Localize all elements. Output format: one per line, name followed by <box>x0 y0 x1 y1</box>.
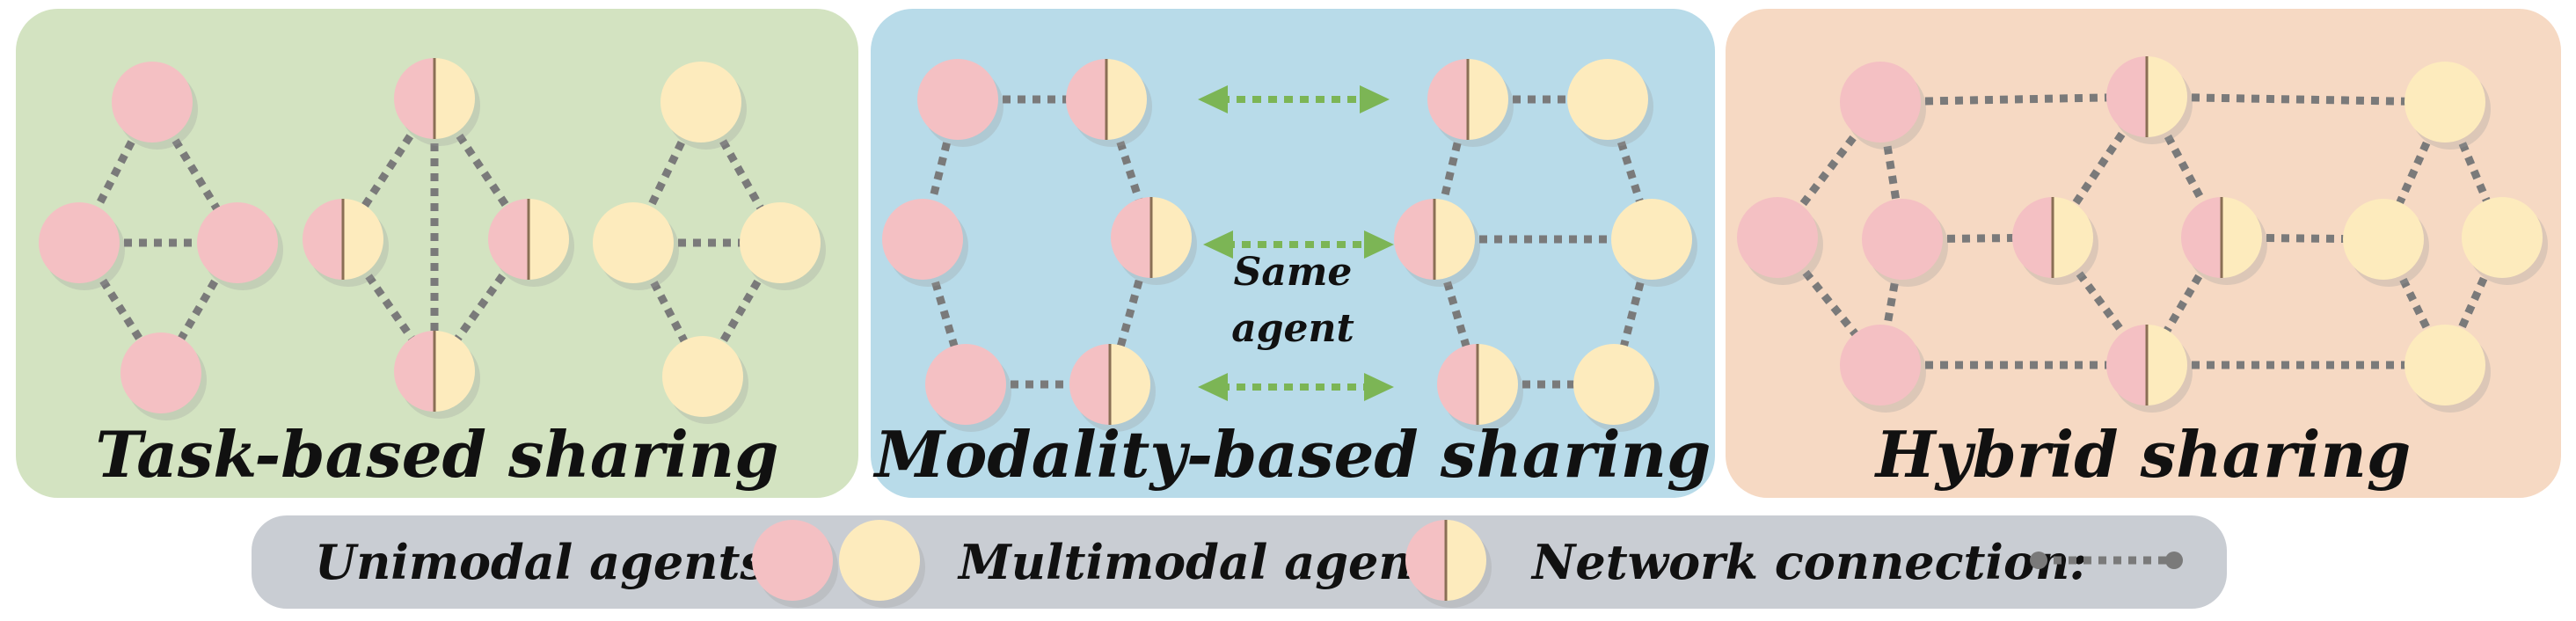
unimodal-agent-yellow-node <box>2405 62 2491 150</box>
unimodal-agent-yellow-node <box>1611 199 1697 287</box>
multimodal-agent-node <box>303 199 389 287</box>
legend-unimodal-label: Unimodal agents: <box>315 534 784 590</box>
multimodal-agent-node <box>1437 344 1523 432</box>
same-agent-arrows <box>1198 85 1394 401</box>
unimodal-agent-pink-node <box>917 59 1003 147</box>
network-connection <box>2143 94 2225 240</box>
legend-marks <box>752 520 2183 608</box>
network-connection <box>699 240 784 379</box>
same-agent-label-line1: Same <box>1234 250 1353 295</box>
multimodal-agent-node <box>394 331 480 419</box>
unimodal-agent-yellow-node <box>2405 325 2491 413</box>
unimodal-agent-pink-node <box>882 199 968 287</box>
panel-title-modality-based: Modality-based sharing <box>872 417 1711 492</box>
unimodal-agent-yellow-node <box>660 62 747 150</box>
network-connection <box>2049 235 2150 368</box>
same-agent-arrow <box>1198 85 1390 113</box>
unimodal-agent-yellow-node <box>662 336 748 424</box>
unimodal-agent-pink-node <box>1737 197 1823 285</box>
unimodal-agent-yellow-node <box>740 202 826 290</box>
multimodal-agent-node <box>2106 325 2193 413</box>
multimodal-agent-node <box>394 58 480 146</box>
same-agent-arrow <box>1198 373 1394 401</box>
unimodal-agent-yellow-node <box>1573 344 1660 432</box>
unimodal-agent-pink-node <box>112 62 198 150</box>
network-connection <box>2146 92 2446 106</box>
same-agent-arrow <box>1203 230 1394 259</box>
legend-multimodal-label: Multimodal agent: <box>957 534 1452 590</box>
multimodal-agent-node <box>1066 59 1152 147</box>
legend-unimodal-yellow-icon <box>839 520 925 608</box>
unimodal-agent-pink-node <box>1840 62 1926 150</box>
multimodal-agent-node <box>1394 199 1480 287</box>
panel-hybrid <box>1726 9 2561 498</box>
unimodal-agent-pink-node <box>1840 325 1926 413</box>
unimodal-agent-pink-node <box>1862 199 1948 287</box>
same-agent-label-line2: agent <box>1231 306 1354 351</box>
multimodal-agent-node <box>1069 344 1156 432</box>
agent-nodes <box>39 56 2548 432</box>
unimodal-agent-yellow-node <box>2462 197 2548 285</box>
multimodal-agent-node <box>2181 197 2267 285</box>
network-connection <box>697 99 784 245</box>
multimodal-agent-node <box>1111 197 1197 285</box>
unimodal-agent-pink-node <box>925 344 1011 432</box>
multimodal-agent-node <box>488 199 574 287</box>
unimodal-agent-yellow-node <box>2343 199 2429 287</box>
unimodal-agent-pink-node <box>197 202 283 290</box>
network-connection <box>76 99 156 245</box>
unimodal-agent-pink-node <box>39 202 125 290</box>
network-connection <box>339 237 438 374</box>
legend-network-connection-icon <box>2030 552 2183 569</box>
legend-network-label: Network connection: <box>1530 534 2087 590</box>
multimodal-agent-node <box>2012 197 2098 285</box>
legend-unimodal-pink-icon <box>752 520 838 608</box>
unimodal-agent-yellow-node <box>593 202 679 290</box>
legend-multimodal-icon <box>1405 520 1492 608</box>
multimodal-agent-node <box>1427 59 1514 147</box>
unimodal-agent-yellow-node <box>1567 59 1653 147</box>
panel-title-task-based: Task-based sharing <box>96 417 779 492</box>
legend-box <box>252 515 2227 609</box>
unimodal-agent-pink-node <box>120 332 207 420</box>
multimodal-agent-node <box>2106 56 2193 144</box>
network-connection <box>76 240 164 376</box>
network-connection <box>629 100 705 245</box>
panel-title-hybrid: Hybrid sharing <box>1874 417 2411 492</box>
